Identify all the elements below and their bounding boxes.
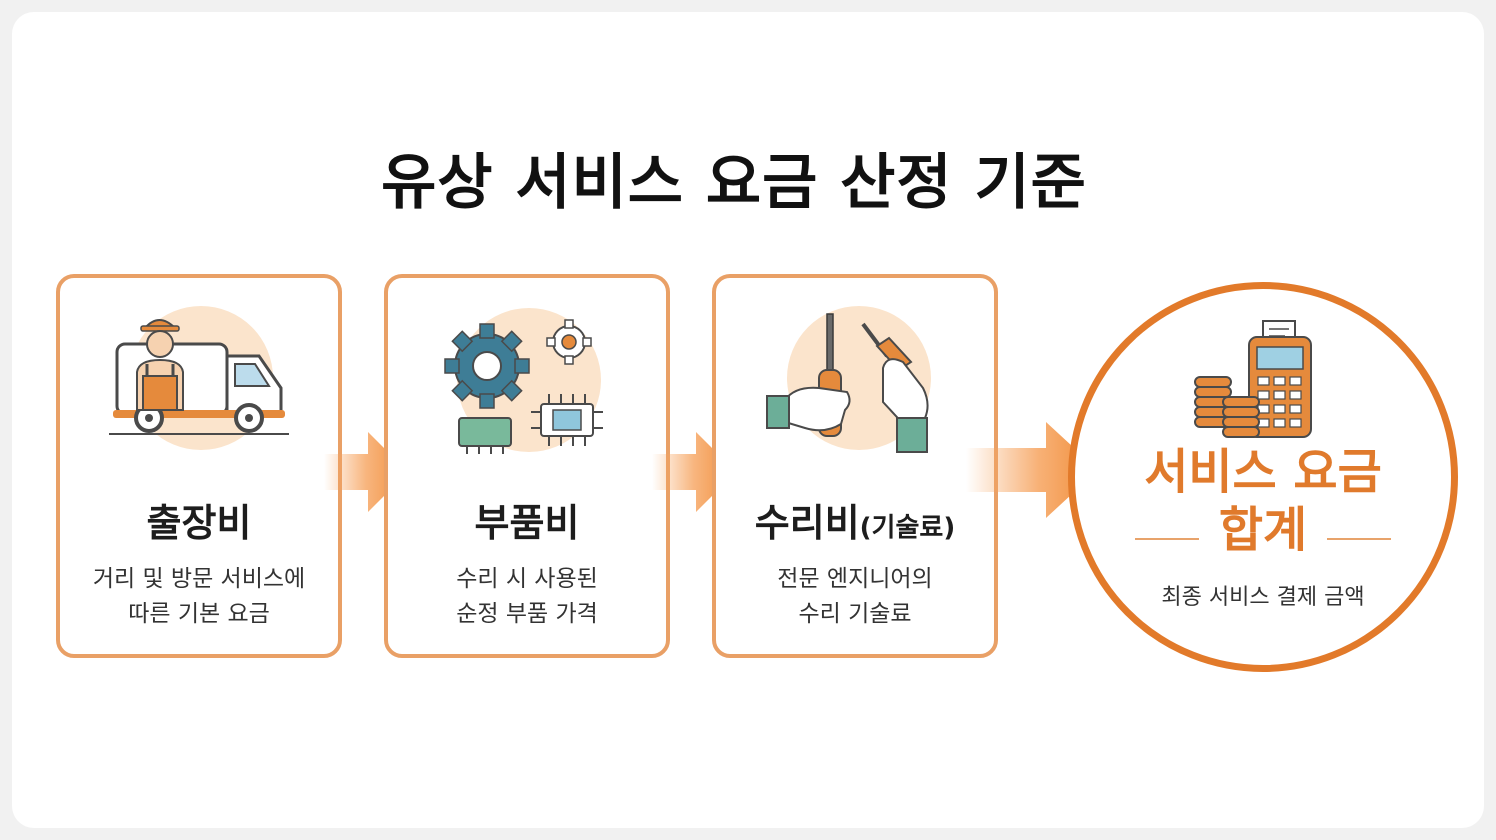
step-card-repair-fee: 수리비(기술료) 전문 엔지니어의 수리 기술료 [712,274,998,658]
step-description: 전문 엔지니어의 수리 기술료 [777,566,933,627]
step-title: 수리비(기술료) [754,501,956,545]
step-description: 수리 시 사용된 순정 부품 가격 [456,566,598,627]
diagram-canvas: 유상 서비스 요금 산정 기준 출장비 거리 및 방문 서비스에 [12,12,1484,828]
total-fee-circle: 서비스 요금 합계 최종 서비스 결제 금액 [1068,282,1458,672]
step-card-parts-fee: 부품비 수리 시 사용된 순정 부품 가격 [384,274,670,658]
step-card-travel-fee: 출장비 거리 및 방문 서비스에 따른 기본 요금 [56,274,342,658]
step-title: 출장비 [146,501,252,545]
total-title: 서비스 요금 합계 [1144,444,1382,558]
page-title: 유상 서비스 요금 산정 기준 [381,148,1087,218]
coins-payment-terminal-icon [1194,320,1312,438]
step-title: 부품비 [474,501,580,545]
total-divider-right [1327,538,1391,540]
gears-chip-icon [444,308,603,454]
hands-screwdriver-icon [766,306,931,453]
step-description: 거리 및 방문 서비스에 따른 기본 요금 [92,566,306,627]
total-description: 최종 서비스 결제 금액 [1161,585,1365,610]
arrow-right-icon [966,422,1098,518]
total-divider-left [1135,538,1199,540]
service-van-technician-icon [109,306,289,450]
